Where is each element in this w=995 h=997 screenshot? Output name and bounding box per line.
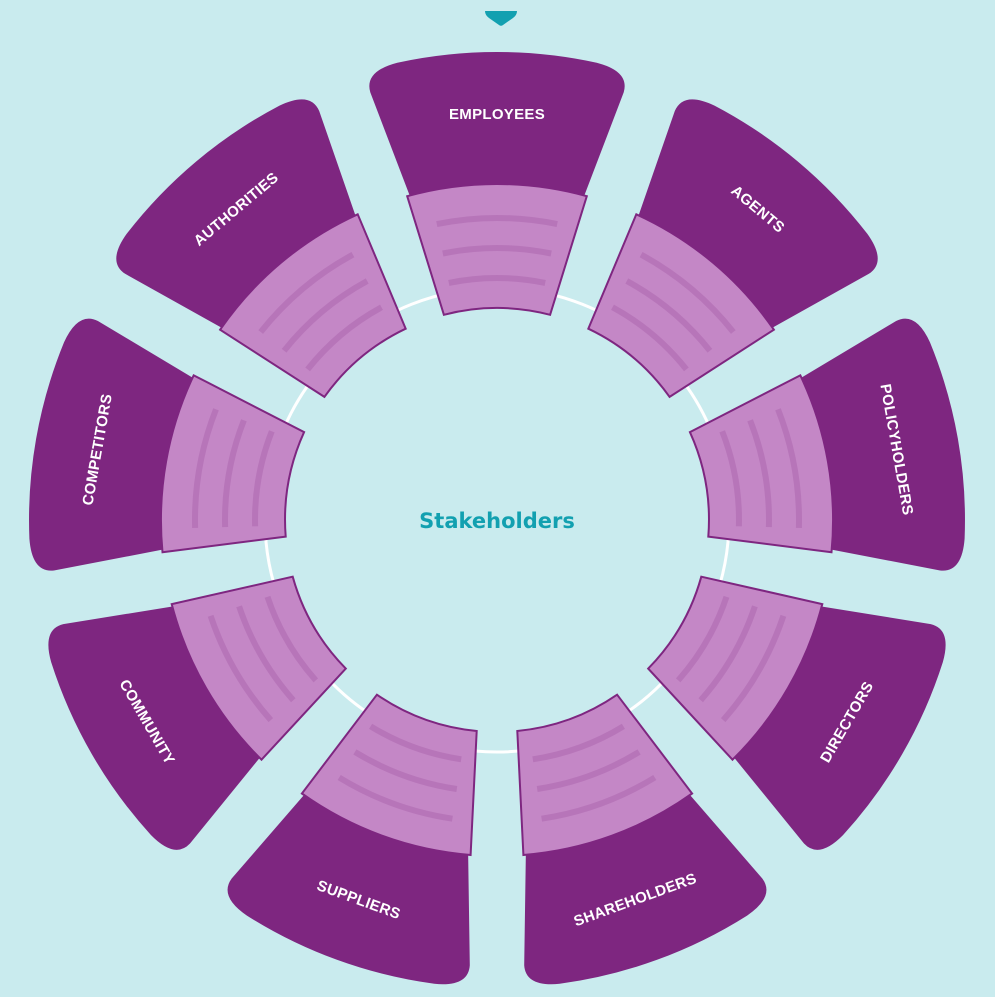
- parking-lot-cars-icon: [300, 693, 478, 857]
- photo-detail-stroke: [775, 408, 802, 528]
- stakeholder-petal-community: COMMUNITY: [48, 575, 348, 850]
- photo-detail-stroke: [536, 749, 641, 792]
- street-crowd-icon: [170, 575, 348, 762]
- photo-detail-stroke: [541, 774, 657, 822]
- petal-label-band: [29, 318, 197, 571]
- stakeholder-petal-authorities: AUTHORITIES: [116, 99, 407, 399]
- petal-label-band: [731, 605, 946, 850]
- photo-detail-stroke: [532, 723, 625, 763]
- photo-detail-stroke: [436, 215, 558, 228]
- petal-group: EMPLOYEES AGENTSPOLICYHOLDERSDIRECTORSSHA…: [29, 51, 965, 985]
- photo-detail-stroke: [639, 251, 736, 334]
- agent-with-tablet-icon: [587, 212, 776, 399]
- photo-detail-stroke: [258, 251, 355, 334]
- warning-triangle-car-icon: [159, 373, 306, 554]
- stakeholder-petal-employees: EMPLOYEES: [369, 51, 625, 317]
- petal-label-band: [797, 318, 965, 571]
- photo-detail-stroke: [222, 419, 247, 528]
- customer-handshake-icon: [688, 373, 835, 554]
- photo-detail-stroke: [305, 304, 383, 372]
- stakeholder-petal-competitors: COMPETITORS: [29, 318, 306, 571]
- photo-detail-stroke: [747, 419, 772, 528]
- photo-detail-stroke: [442, 245, 552, 257]
- photo-detail-stroke: [192, 408, 219, 528]
- stakeholder-petal-policyholders: POLICYHOLDERS: [688, 318, 965, 571]
- photo-detail-stroke: [675, 595, 730, 683]
- diagram-title: Stakeholders: [419, 509, 575, 533]
- petal-label-band: [637, 99, 878, 330]
- stakeholder-petal-agents: AGENTS: [587, 99, 878, 399]
- photo-detail-stroke: [448, 275, 546, 286]
- photo-detail-stroke: [611, 304, 689, 372]
- office-team-icon: [646, 575, 824, 762]
- petal-label-band: [524, 792, 767, 985]
- top-pointer-icon: [485, 11, 517, 26]
- photo-detail-stroke: [720, 614, 787, 723]
- stakeholder-petal-directors: DIRECTORS: [646, 575, 946, 850]
- photo-detail-stroke: [281, 278, 369, 353]
- petal-label-band: [48, 605, 263, 850]
- stakeholder-petal-shareholders: SHAREHOLDERS: [516, 693, 767, 985]
- petal-label-band: [369, 51, 625, 200]
- photo-detail-stroke: [369, 723, 462, 763]
- call-center-icon: [405, 182, 589, 317]
- photo-detail-stroke: [625, 278, 713, 353]
- photo-detail-stroke: [353, 749, 458, 792]
- video-meeting-icon: [516, 693, 694, 857]
- photo-detail-stroke: [252, 430, 275, 527]
- photo-detail-stroke: [337, 774, 453, 822]
- photo-detail-stroke: [236, 605, 296, 703]
- petal-label-band: [116, 99, 357, 330]
- photo-detail-stroke: [207, 614, 274, 723]
- photo-detail-stroke: [264, 595, 319, 683]
- petal-label-band: [227, 792, 470, 985]
- stakeholder-petal-suppliers: SUPPLIERS: [227, 693, 478, 985]
- photo-detail-stroke: [698, 605, 758, 703]
- stakeholder-label: EMPLOYEES: [449, 106, 545, 123]
- traffic-officer-icon: [218, 212, 407, 399]
- photo-detail-stroke: [719, 430, 742, 527]
